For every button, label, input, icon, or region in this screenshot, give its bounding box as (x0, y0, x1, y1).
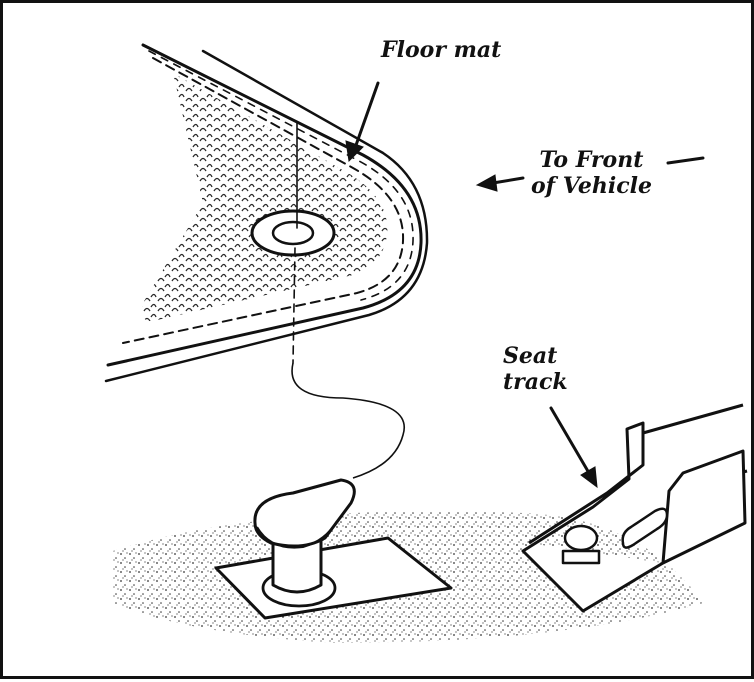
mat-carpet-texture (142, 73, 388, 322)
floor-mat-retainer-diagram (104, 43, 748, 643)
mat-edge-inner (104, 49, 429, 383)
seat-track-bolt-nut (561, 549, 601, 565)
tether-line (291, 362, 405, 479)
mat-stitching-2 (148, 50, 414, 301)
mat-stitching (122, 57, 405, 344)
retainer-knob (253, 478, 356, 548)
label-seat-track: Seat track (503, 343, 568, 395)
mat-edge-top (106, 43, 423, 367)
label-seat-track-line1: Seat (503, 343, 558, 369)
arrowhead-seat-track (580, 466, 598, 489)
label-floor-mat-text: Floor mat (381, 37, 502, 63)
callout-arrows (345, 81, 705, 489)
label-seat-track-line2: track (503, 369, 568, 395)
seat-track-bolt (563, 524, 599, 552)
label-floor-mat: Floor mat (381, 37, 501, 63)
seat-track-rail-top (642, 403, 744, 435)
mat-grommet-hole (271, 220, 315, 246)
seat-track-slot (621, 507, 669, 549)
seat-track (521, 403, 748, 613)
mat-grommet-outer (250, 209, 336, 257)
label-to-front-line2: of Vehicle (531, 173, 652, 199)
floor-mat (104, 43, 429, 383)
label-to-front-line1: To Front (539, 147, 644, 173)
arrowhead-front (475, 174, 498, 192)
floor-retainer (214, 478, 453, 620)
retainer-knob-rim (256, 520, 338, 549)
label-to-front: To Front of Vehicle (531, 147, 652, 199)
arrowhead-floor-mat (345, 140, 364, 163)
alignment-line-dashed (292, 247, 296, 364)
